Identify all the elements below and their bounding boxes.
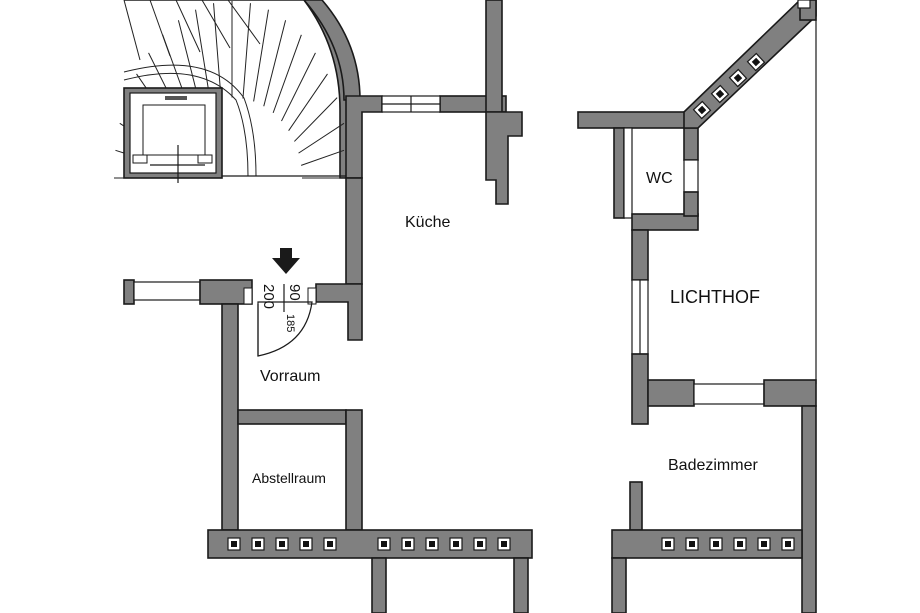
stair-step bbox=[149, 0, 171, 57]
wall-window-inner bbox=[733, 73, 743, 83]
wall-windows-bottom-right bbox=[661, 537, 795, 551]
wall-window-diagonal bbox=[692, 100, 712, 120]
elevator-icon bbox=[123, 87, 223, 183]
entrance-door bbox=[257, 301, 313, 357]
room-label-badezimmer: Badezimmer bbox=[668, 457, 758, 474]
room-label-abstellraum: Abstellraum bbox=[252, 470, 326, 486]
wall-window-inner bbox=[501, 541, 507, 547]
wall-window-diagonal bbox=[710, 84, 730, 104]
stair-step bbox=[288, 73, 328, 131]
wall-windows-bottom-left bbox=[227, 537, 511, 551]
room-label-kueche: Küche bbox=[405, 214, 450, 231]
wall-window-inner bbox=[715, 89, 725, 99]
wall-window-inner bbox=[751, 57, 761, 67]
wall-window-inner bbox=[761, 541, 767, 547]
wall-window-inner bbox=[279, 541, 285, 547]
room-label-wc: WC bbox=[646, 170, 673, 187]
wall-window-inner bbox=[429, 541, 435, 547]
wall-windows-diagonal bbox=[692, 0, 811, 120]
wall-window-inner bbox=[477, 541, 483, 547]
stair-step bbox=[242, 3, 251, 99]
wall-window-inner bbox=[665, 541, 671, 547]
stair-step bbox=[300, 149, 345, 166]
walls bbox=[123, 0, 817, 613]
wall-window-inner bbox=[303, 541, 309, 547]
stair-step bbox=[272, 34, 302, 114]
wall-window-inner bbox=[689, 541, 695, 547]
door-inner-label: 185 bbox=[284, 314, 296, 332]
stair-step bbox=[213, 3, 222, 99]
stair-step bbox=[253, 9, 269, 102]
arrow-down-icon bbox=[272, 248, 300, 274]
wall-window-inner bbox=[231, 541, 237, 547]
wall-window-inner bbox=[697, 105, 707, 115]
wall-window-inner bbox=[327, 541, 333, 547]
stair-step bbox=[195, 9, 211, 102]
wall-window-diagonal bbox=[728, 68, 748, 88]
wall-window-inner bbox=[255, 541, 261, 547]
stair-step bbox=[263, 20, 287, 107]
stair-step bbox=[294, 97, 338, 142]
stair-step bbox=[175, 0, 201, 53]
stair-step bbox=[227, 0, 261, 45]
room-label-vorraum: Vorraum bbox=[260, 368, 320, 385]
stair-step bbox=[281, 52, 316, 122]
wall-window-inner bbox=[737, 541, 743, 547]
wall-window-inner bbox=[453, 541, 459, 547]
stair-step bbox=[123, 0, 141, 61]
wall-window-inner bbox=[381, 541, 387, 547]
wall-window-diagonal bbox=[746, 52, 766, 72]
door-height-label: 200 bbox=[260, 284, 277, 309]
wall-window-inner bbox=[785, 541, 791, 547]
wall-window-inner bbox=[405, 541, 411, 547]
door-width-label: 90 bbox=[286, 284, 303, 301]
wall-window-inner bbox=[713, 541, 719, 547]
stair-step bbox=[298, 122, 345, 154]
stair-step bbox=[201, 0, 231, 49]
room-label-lichthof: LICHTHOF bbox=[670, 287, 760, 307]
wall-window-top bbox=[797, 0, 811, 9]
